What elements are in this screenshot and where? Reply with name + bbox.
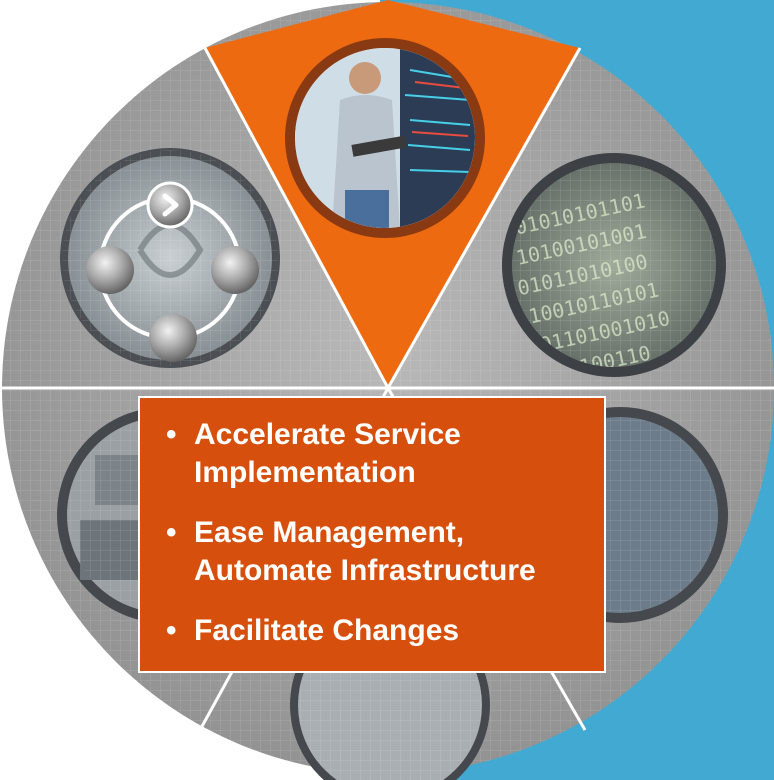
bullet-text: Ease Management, Automate Infrastructure (194, 516, 536, 587)
bullet-text: Facilitate Changes (194, 614, 460, 647)
engineer-photo-icon (285, 38, 485, 238)
callout-box: Accelerate Service Implementation Ease M… (138, 396, 606, 673)
bullet-accelerate: Accelerate Service Implementation (166, 416, 594, 492)
process-cycle-icon (60, 148, 280, 368)
bullet-text: Accelerate Service Implementation (194, 418, 461, 489)
bullet-facilitate: Facilitate Changes (166, 612, 594, 650)
bullet-ease-management: Ease Management, Automate Infrastructure (166, 514, 594, 590)
binary-data-icon: 01010101101 10100101001 01011010100 1001… (502, 153, 726, 377)
bullet-list: Accelerate Service Implementation Ease M… (166, 416, 594, 650)
